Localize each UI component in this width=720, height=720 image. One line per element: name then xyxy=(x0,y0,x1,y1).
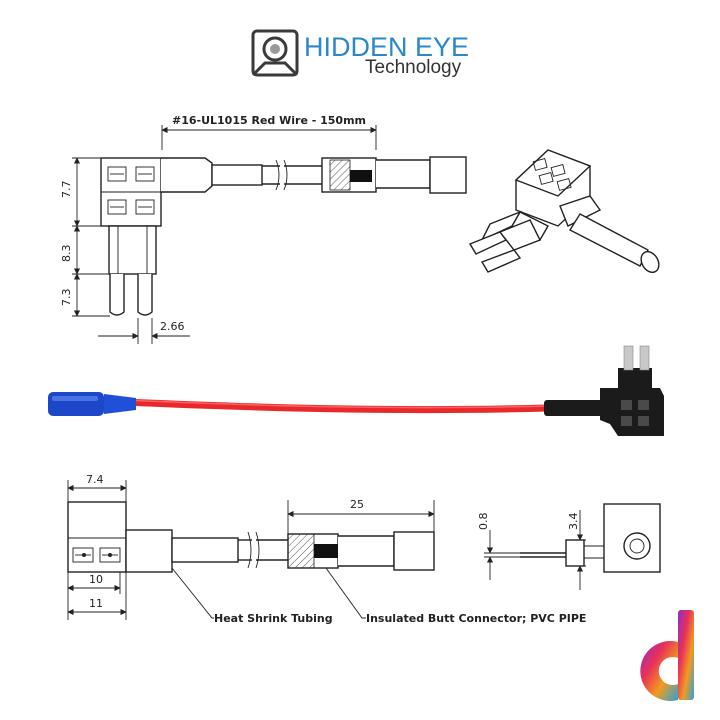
isometric-view xyxy=(468,149,660,274)
dim-7-4: 7.4 xyxy=(86,473,104,486)
dim-10: 10 xyxy=(89,573,103,586)
product-photo xyxy=(48,345,664,436)
fuse-tap-holder xyxy=(600,345,664,436)
dim-11: 11 xyxy=(89,597,103,610)
dim-0-8: 0.8 xyxy=(477,513,490,531)
dim-25: 25 xyxy=(350,498,364,511)
bottom-view-drawing: 7.4 10 11 25 Heat Shrink Tubing Insulate… xyxy=(67,473,661,625)
dim-8-3: 8.3 xyxy=(60,245,73,263)
dim-3-4: 3.4 xyxy=(567,513,580,531)
callout-heat-shrink: Heat Shrink Tubing xyxy=(214,612,333,625)
top-view-drawing: #16-UL1015 Red Wire - 150mm xyxy=(60,114,467,344)
brand-name: HIDDEN EYE xyxy=(304,32,469,62)
dim-2-66: 2.66 xyxy=(160,320,185,333)
camera-icon xyxy=(251,29,299,77)
wire-spec-label: #16-UL1015 Red Wire - 150mm xyxy=(172,114,366,127)
blue-butt-connector xyxy=(48,392,136,416)
brand-tagline: Technology xyxy=(365,57,462,78)
dim-7-3: 7.3 xyxy=(60,289,73,307)
callout-butt-connector: Insulated Butt Connector; PVC PIPE xyxy=(366,612,586,625)
dim-7-7: 7.7 xyxy=(60,181,73,199)
brand-logo: HIDDEN EYE Technology xyxy=(251,29,469,78)
d-logo-icon xyxy=(640,610,694,702)
